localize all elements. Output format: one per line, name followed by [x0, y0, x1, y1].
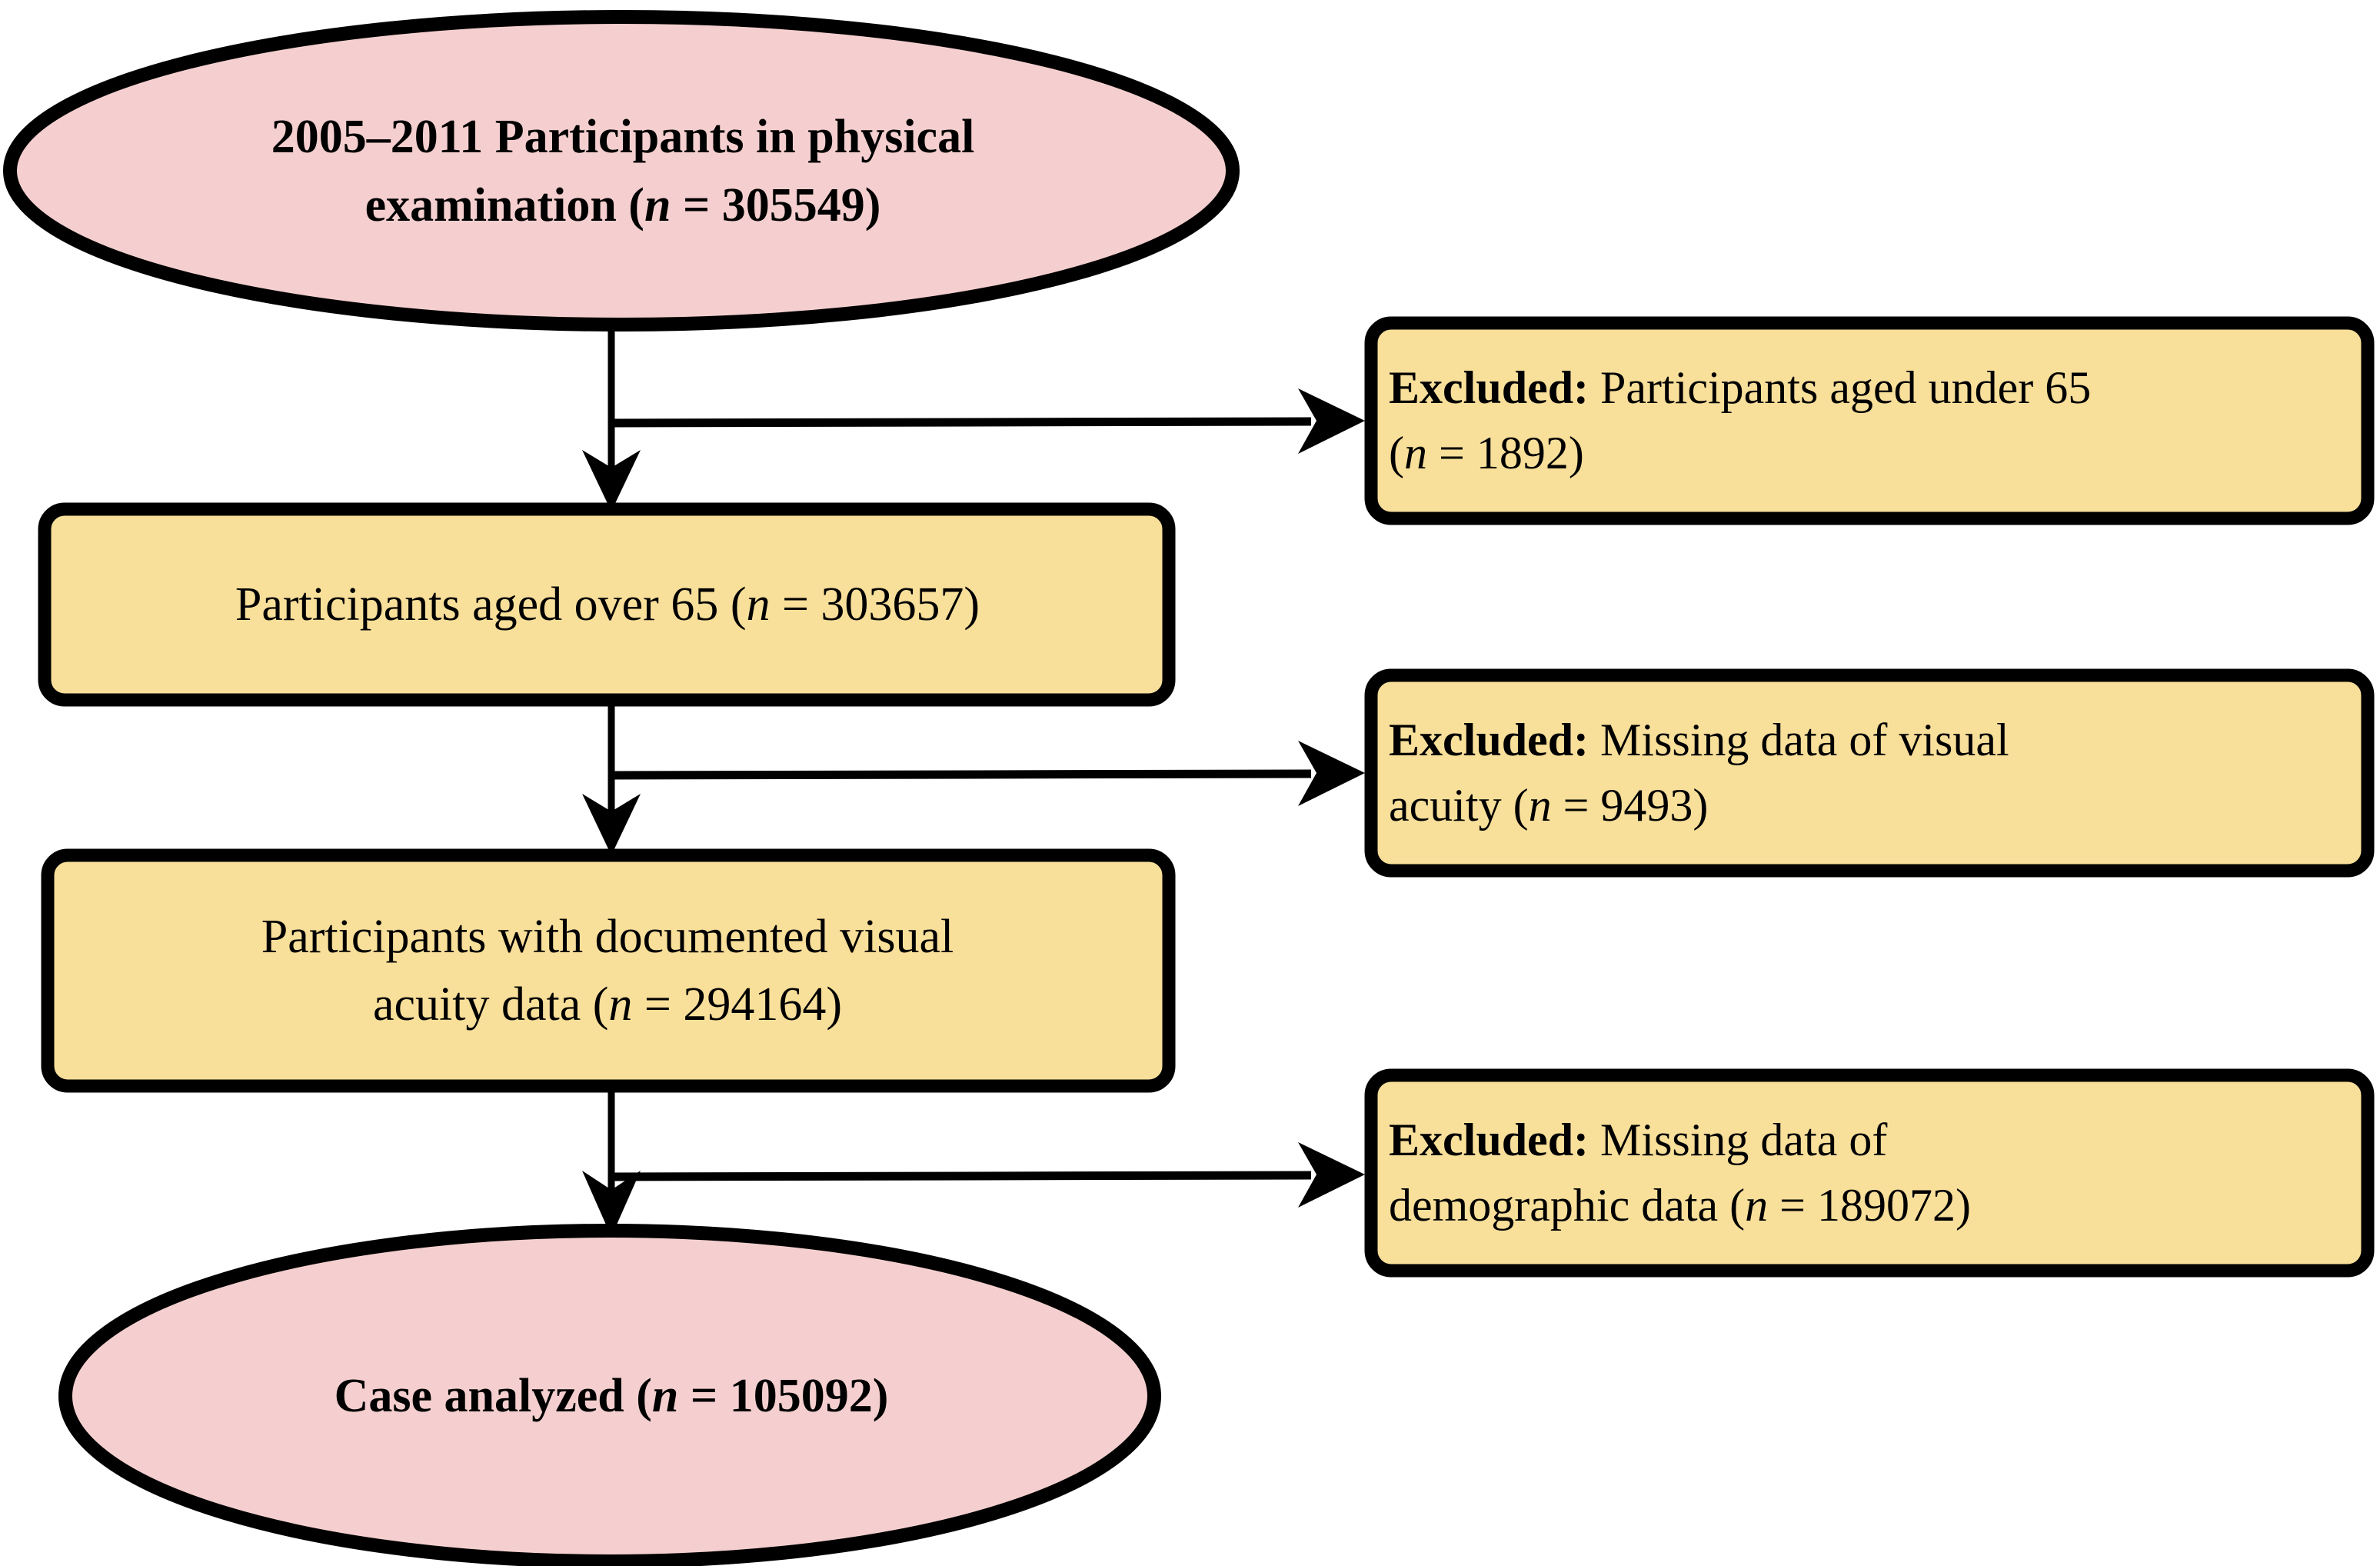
end-ellipse-shape — [58, 1224, 1161, 1566]
box-documented-visual-acuity-shape — [41, 848, 1176, 1093]
arrow-box2-to-end — [582, 1092, 641, 1237]
excluded-under-65-shape — [1364, 316, 2375, 525]
arrow-box2-to-excl3 — [611, 1142, 1365, 1208]
arrow-start-to-box1 — [582, 323, 641, 511]
start-ellipse-shape — [3, 10, 1240, 332]
arrow-box1-to-box2 — [582, 701, 641, 855]
excluded-missing-visual-acuity-shape — [1364, 668, 2375, 878]
arrow-start-to-excl1 — [611, 388, 1365, 454]
box-aged-over-65-shape — [38, 502, 1176, 707]
excluded-missing-demographic-shape — [1364, 1068, 2375, 1278]
arrow-box1-to-excl2 — [611, 741, 1365, 806]
